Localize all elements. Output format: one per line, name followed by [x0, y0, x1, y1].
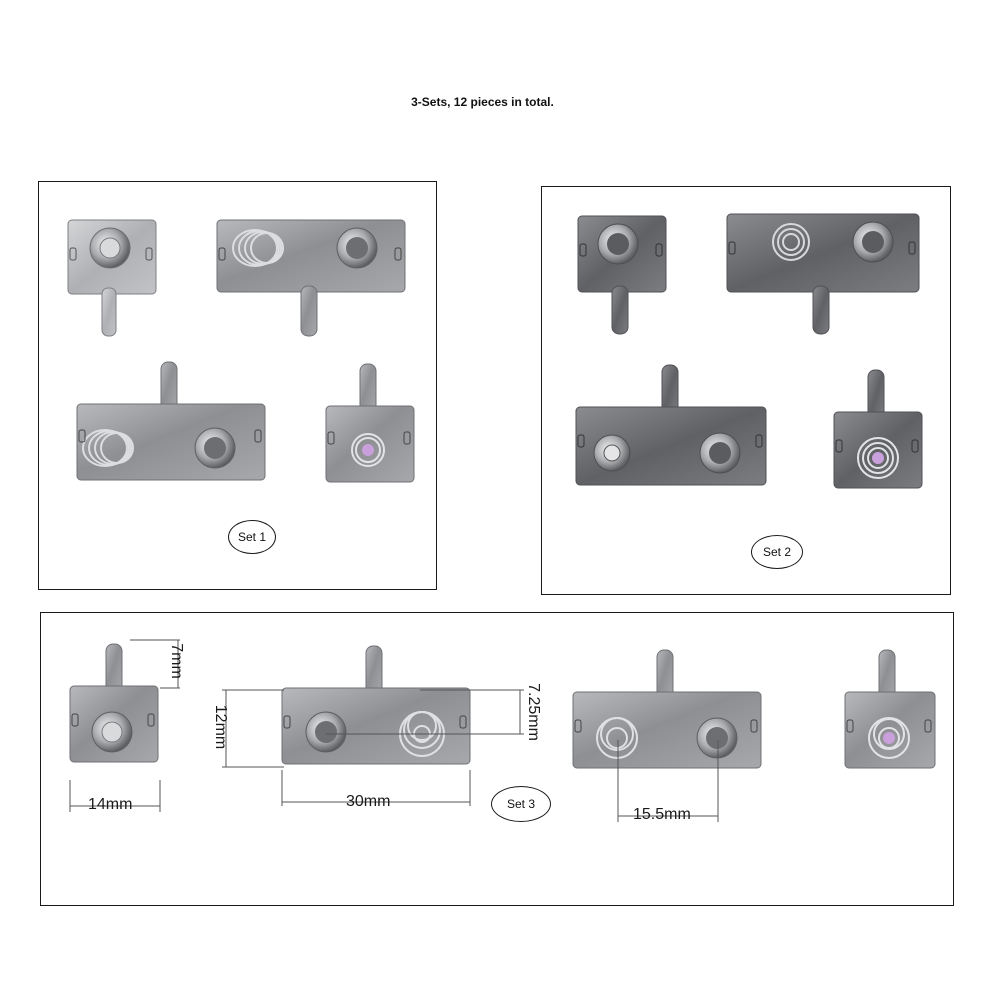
contact-plate-double-spring [726, 213, 920, 335]
page-title: 3-Sets, 12 pieces in total. [411, 95, 554, 109]
contact-plate-single [577, 215, 667, 335]
set-3-label: Set 3 [491, 786, 551, 822]
set-1-label: Set 1 [228, 520, 276, 554]
single-width-label: 14mm [88, 796, 133, 813]
tab-height-label: 7mm [167, 643, 185, 679]
plate-height-label: 12mm [212, 704, 230, 750]
contact-plate-single-spring [325, 363, 415, 483]
spring-offset-label: 7.25mm [524, 683, 542, 741]
contact-plate-double-spring [216, 219, 406, 337]
contact-plate-single [69, 643, 159, 763]
contact-plate-double [575, 364, 767, 486]
contact-plate-double-spring [572, 649, 762, 769]
set-2-label: Set 2 [751, 535, 803, 569]
set-3-panel [40, 612, 954, 906]
contact-plate-single [67, 219, 157, 337]
contact-plate-double-spring [281, 645, 471, 765]
contact-plate-single-spring [844, 649, 936, 769]
contact-plate-single-spring [833, 369, 923, 489]
contact-plate-double-spring [76, 361, 266, 481]
contact-spacing-label: 15.5mm [633, 806, 691, 823]
double-width-label: 30mm [346, 793, 391, 810]
